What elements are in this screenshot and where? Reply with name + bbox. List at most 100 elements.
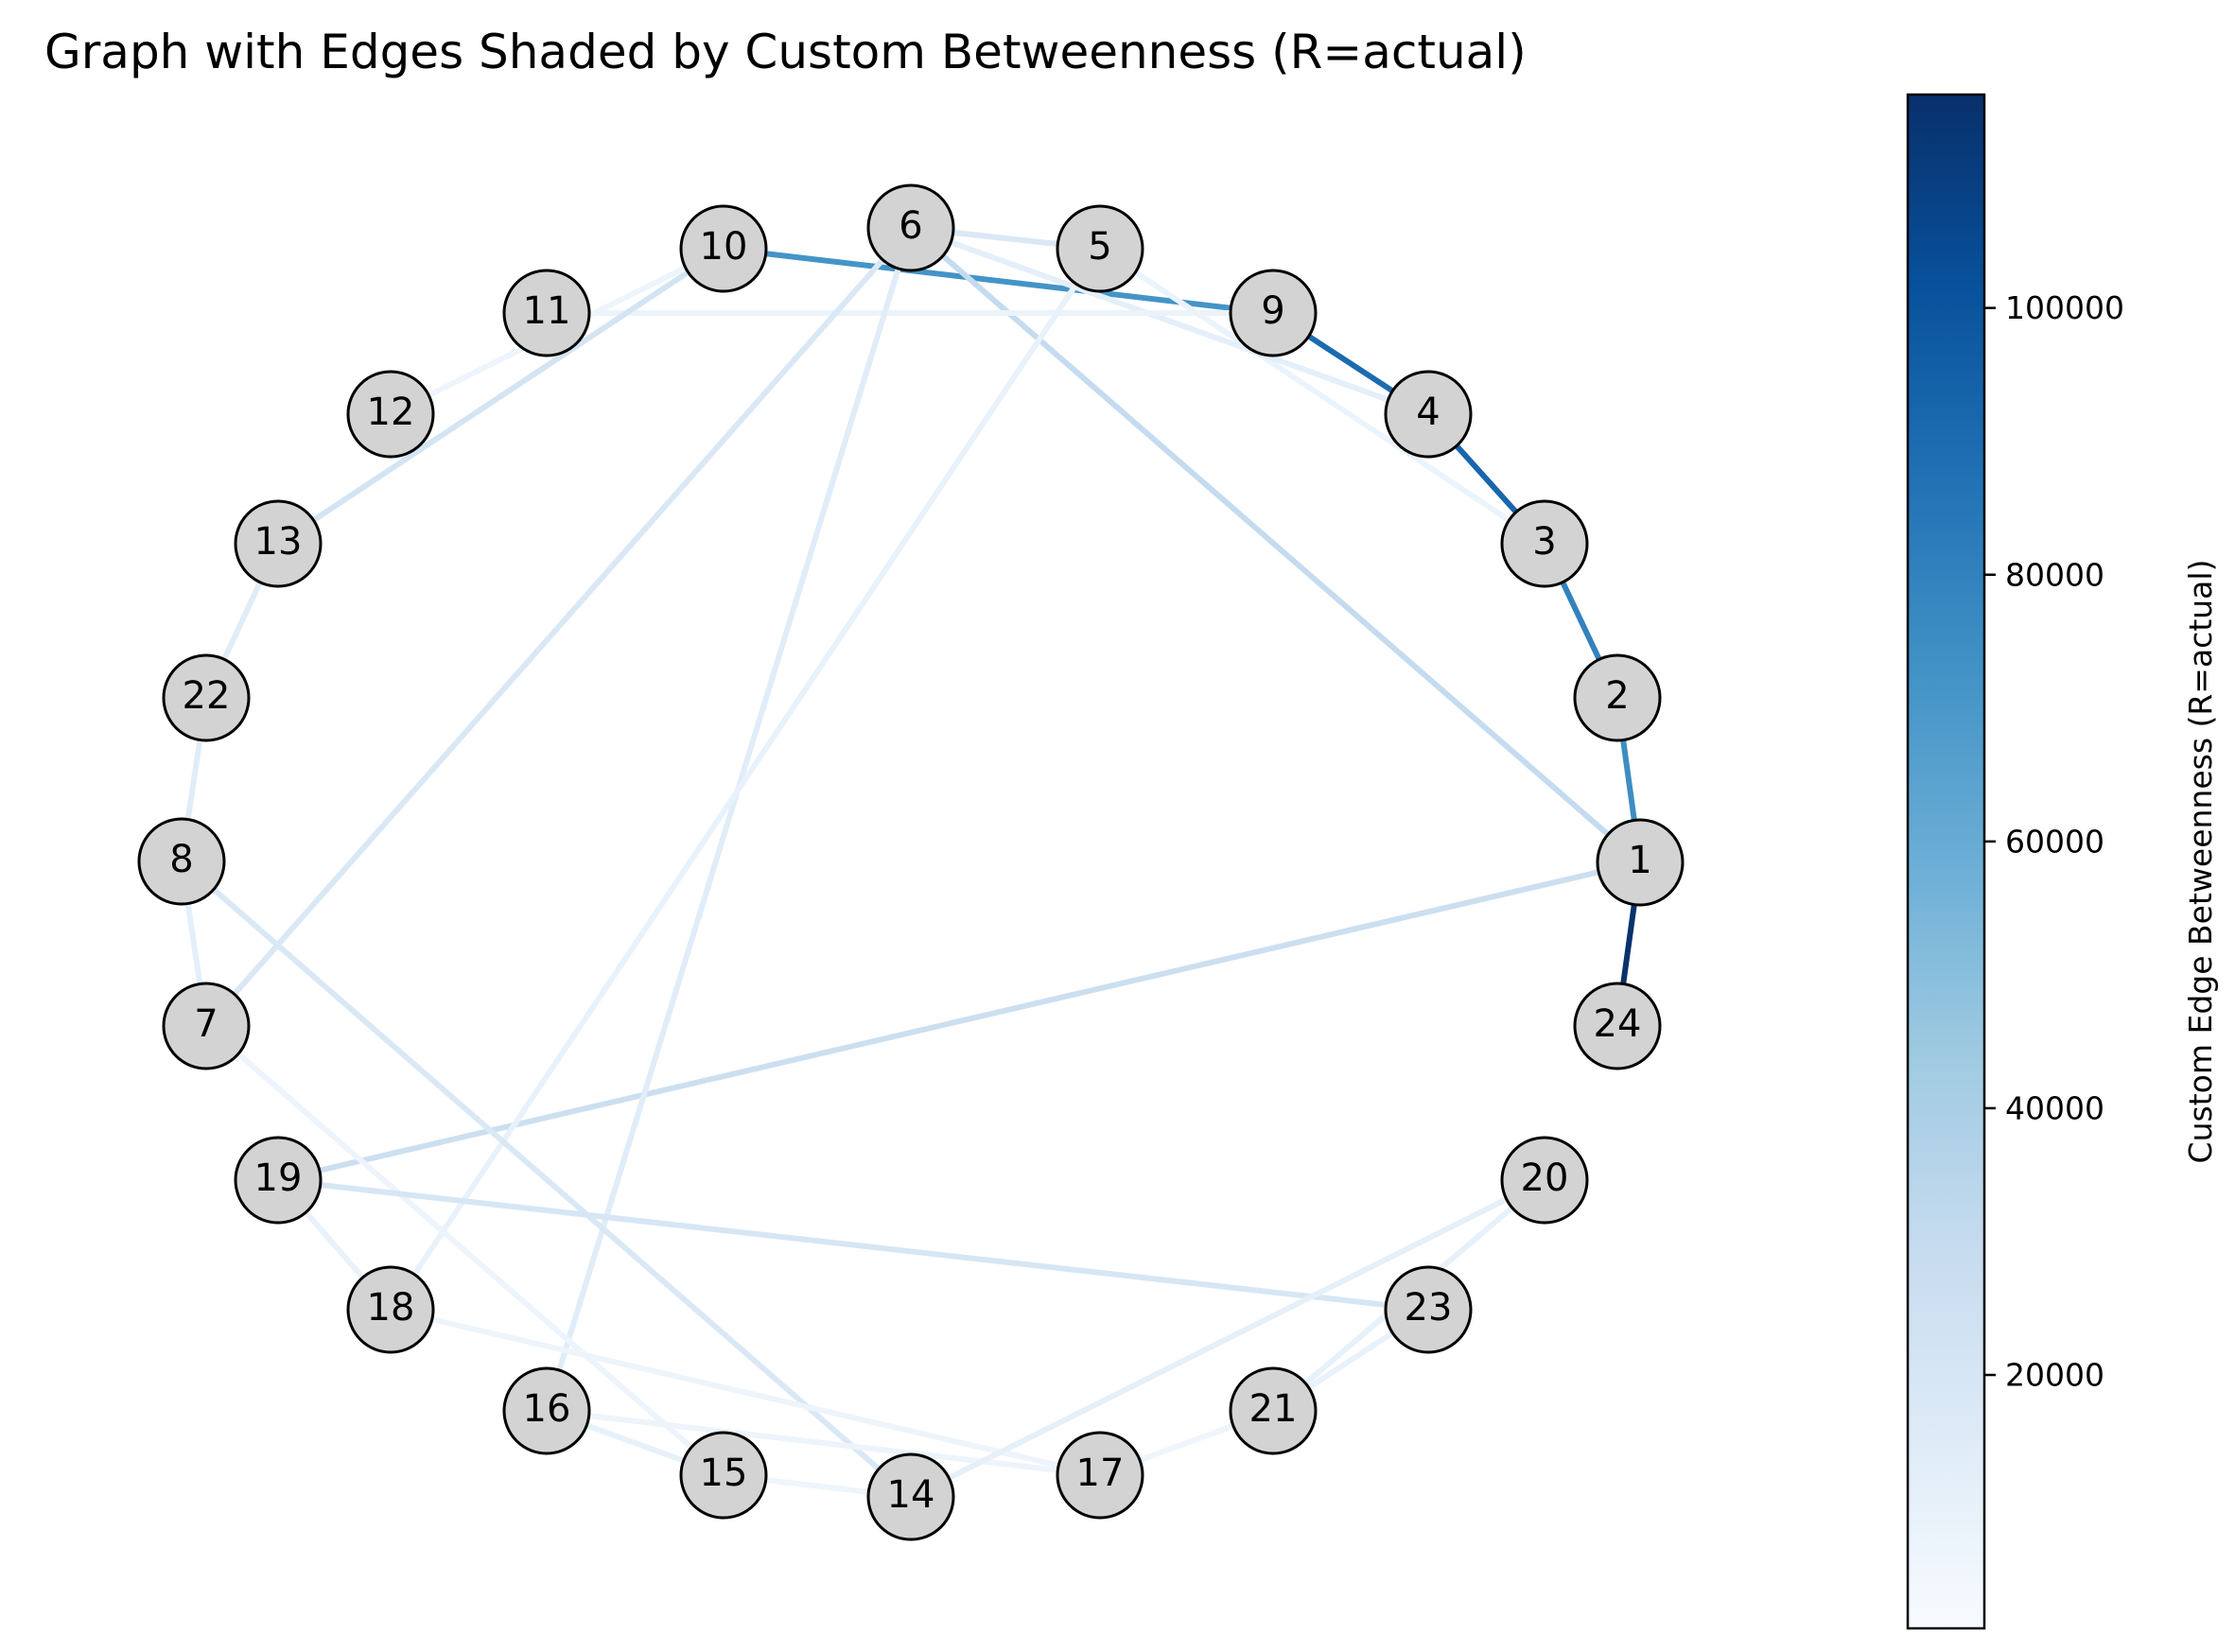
node-19-circle: [234, 1136, 323, 1225]
node-17: 17: [1056, 1431, 1144, 1520]
node-17-label: 17: [1076, 1452, 1125, 1495]
colorbar-tick-label-60000: 60000: [2005, 823, 2104, 860]
node-20: 20: [1500, 1136, 1589, 1225]
edge-4-6: [908, 225, 1431, 417]
edge-6-7: [203, 225, 914, 1029]
node-12-label: 12: [367, 391, 415, 434]
node-3: 3: [1500, 499, 1589, 588]
colorbar-tick-label-40000: 40000: [2005, 1089, 2104, 1126]
colorbar-tick-label-100000: 100000: [2005, 289, 2124, 326]
node-5: 5: [1056, 204, 1144, 293]
node-15-label: 15: [700, 1452, 748, 1495]
colorbar-tick-label-20000: 20000: [2005, 1357, 2104, 1394]
colorbar: 20000 40000 60000 80000 100000 Custom Edge B…: [1906, 93, 2219, 1630]
colorbar-ticks: 20000 40000 60000 80000 100000: [1984, 289, 2124, 1394]
node-22: 22: [162, 653, 251, 742]
edge-18-17: [388, 1307, 1103, 1478]
node-17-circle: [1056, 1431, 1144, 1520]
node-7-circle: [162, 982, 251, 1070]
node-9: 9: [1229, 269, 1318, 357]
edge-6-16: [544, 225, 914, 1414]
node-18-label: 18: [367, 1286, 415, 1330]
node-9-circle: [1229, 269, 1318, 357]
node-12-circle: [346, 370, 435, 459]
node-13: 13: [234, 499, 323, 588]
node-24-circle: [1573, 982, 1662, 1070]
node-24-label: 24: [1594, 1002, 1642, 1046]
edges-layer: [179, 225, 1643, 1500]
node-1-label: 1: [1628, 839, 1651, 882]
chart-title: Graph with Edges Shaded by Custom Betwee…: [44, 25, 1527, 79]
edge-5-18: [388, 246, 1103, 1313]
node-3-circle: [1500, 499, 1589, 588]
node-3-label: 3: [1532, 520, 1556, 564]
node-2-label: 2: [1605, 674, 1629, 718]
node-10-circle: [679, 204, 768, 293]
edge-1-19: [275, 860, 1643, 1183]
node-16-label: 16: [523, 1387, 571, 1431]
node-8: 8: [137, 817, 226, 906]
colorbar-gradient: [1908, 95, 1984, 1628]
edge-19-23: [275, 1177, 1431, 1313]
node-18-circle: [346, 1265, 435, 1354]
node-16: 16: [502, 1366, 591, 1455]
node-24: 24: [1573, 982, 1662, 1070]
node-15-circle: [679, 1431, 768, 1520]
colorbar-frame: [1906, 93, 1986, 1630]
colorbar-label: Custom Edge Betweenness (R=actual): [2182, 560, 2219, 1164]
edge-14-20: [908, 1177, 1547, 1500]
node-14-circle: [866, 1452, 955, 1541]
node-11: 11: [502, 269, 591, 357]
node-10: 10: [679, 204, 768, 293]
node-2: 2: [1573, 653, 1662, 742]
node-4-circle: [1384, 370, 1473, 459]
node-20-label: 20: [1521, 1156, 1569, 1200]
node-1-circle: [1596, 818, 1685, 907]
node-11-circle: [502, 269, 591, 357]
node-19: 19: [234, 1136, 323, 1225]
node-15: 15: [679, 1431, 768, 1520]
edge-1-6: [908, 225, 1643, 865]
node-21-circle: [1229, 1366, 1318, 1455]
node-21: 21: [1229, 1366, 1318, 1455]
node-1: 1: [1596, 818, 1685, 907]
node-20-circle: [1500, 1136, 1589, 1225]
node-7: 7: [162, 982, 251, 1070]
node-9-label: 9: [1261, 289, 1284, 333]
colorbar-tick-label-80000: 80000: [2005, 556, 2104, 593]
node-16-circle: [502, 1366, 591, 1455]
node-22-circle: [162, 653, 251, 742]
node-23-label: 23: [1405, 1286, 1453, 1330]
node-4-label: 4: [1416, 391, 1440, 434]
edge-16-17: [544, 1408, 1103, 1478]
node-7-label: 7: [194, 1002, 218, 1046]
node-22-label: 22: [183, 674, 231, 718]
node-8-label: 8: [169, 838, 193, 881]
edge-8-14: [179, 859, 914, 1500]
node-2-circle: [1573, 653, 1662, 742]
node-12: 12: [346, 370, 435, 459]
edge-7-15: [203, 1023, 726, 1478]
node-18: 18: [346, 1265, 435, 1354]
node-8-circle: [137, 817, 226, 906]
node-13-label: 13: [254, 520, 303, 564]
node-6: 6: [866, 183, 955, 272]
edge-10-13: [275, 246, 726, 547]
node-13-circle: [234, 499, 323, 588]
node-19-label: 19: [254, 1156, 303, 1200]
node-10-label: 10: [700, 225, 748, 269]
node-4: 4: [1384, 370, 1473, 459]
node-23: 23: [1384, 1265, 1473, 1354]
node-21-label: 21: [1249, 1387, 1298, 1431]
node-14: 14: [866, 1452, 955, 1541]
node-6-circle: [866, 183, 955, 272]
node-5-circle: [1056, 204, 1144, 293]
edge-3-5: [1097, 246, 1547, 547]
node-11-label: 11: [523, 289, 571, 333]
node-5-label: 5: [1088, 225, 1111, 269]
node-14-label: 14: [887, 1473, 935, 1517]
node-23-circle: [1384, 1265, 1473, 1354]
node-6-label: 6: [899, 204, 922, 248]
